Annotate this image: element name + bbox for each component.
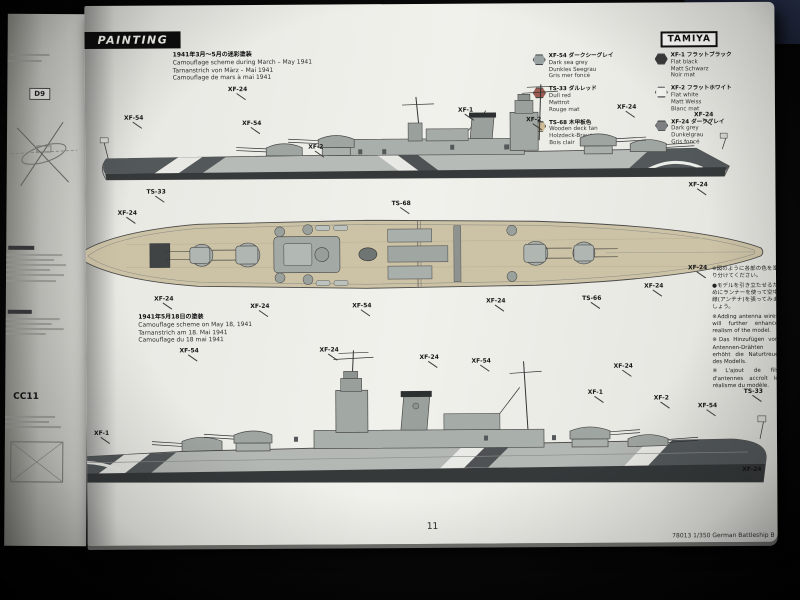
tamiya-logo: TAMIYA xyxy=(660,31,718,48)
paint-callout-label: XF-54 xyxy=(352,302,372,310)
illegible-small-print xyxy=(4,14,90,429)
illegible-text-bar xyxy=(4,425,61,429)
paint-callout-label: TS-33 xyxy=(146,188,166,196)
illegible-text-bar xyxy=(5,327,64,331)
superstructure xyxy=(313,371,545,449)
paint-callout-label: XF-24 xyxy=(742,465,762,473)
left-page-aircraft-diagram xyxy=(10,121,77,187)
paint-callout-label: XF-1 xyxy=(457,106,474,114)
illegible-text-bar xyxy=(5,322,52,326)
left-page-label-cc11: CC11 xyxy=(13,391,39,402)
paint-callout-label: XF-54 xyxy=(124,114,144,122)
paint-callout-label: XF-24 xyxy=(694,111,714,119)
paint-callout-label: XF-24 xyxy=(486,297,506,305)
illegible-text-bar xyxy=(5,317,60,321)
paint-callout-label: XF-54 xyxy=(179,347,199,355)
paint-callout-label: XF-2 xyxy=(653,394,669,402)
text-line: Camouflage du 18 mai 1941 xyxy=(138,336,224,345)
paint-callout-label: XF-2 xyxy=(308,143,324,151)
paint-callout-label: XF-2 xyxy=(526,116,542,124)
painting-header-banner: PAINTING xyxy=(84,31,181,50)
paint-callout-label: XF-24 xyxy=(616,103,637,111)
paint-callout-label: XF-24 xyxy=(250,302,270,310)
illegible-text-bar xyxy=(5,420,50,424)
paint-callout-label: XF-24 xyxy=(687,264,708,272)
paint-callout-label: XF-24 xyxy=(154,295,174,303)
text-line: ●モデルを引き立たせるためにランナーを使って空中線(アンテナ)を張ってみましょう… xyxy=(712,282,778,311)
paint-callout-label: XF-24 xyxy=(117,209,138,217)
illegible-text-bar xyxy=(6,268,51,272)
previous-page-edge: D9 CC11 xyxy=(4,13,90,547)
paint-swatch-hexagon-icon xyxy=(533,54,546,65)
left-page-label-d9: D9 xyxy=(29,87,51,101)
paint-callout-label: XF-24 xyxy=(644,282,664,290)
paint-callout-label: XF-24 xyxy=(227,86,248,94)
paint-callout-label: TS-66 xyxy=(582,294,602,302)
paint-callout-label: TS-33 xyxy=(743,387,764,395)
paint-callout-label: XF-54 xyxy=(242,119,262,128)
left-page-small-diagram xyxy=(10,441,64,483)
paint-callout-label: TS-68 xyxy=(391,200,411,208)
paint-callout-label: XF-1 xyxy=(587,388,603,396)
text-line: ※図のように各部の色を塗り分けてください。 xyxy=(711,265,778,280)
illegible-text-bar xyxy=(6,258,55,262)
kit-number-footer: 78013 1/350 German Battleship B xyxy=(672,531,775,540)
ship-plan-drawing xyxy=(84,219,764,289)
paint-swatch-hexagon-icon xyxy=(655,53,668,64)
illegible-text-bar xyxy=(8,245,35,250)
illegible-text-bar xyxy=(6,263,67,267)
paint-callout-label: XF-1 xyxy=(93,429,110,437)
illegible-text-bar xyxy=(7,59,42,62)
ship-side-drawing-2 xyxy=(84,350,767,483)
illegible-text-bar xyxy=(6,273,65,277)
paint-callout-label: XF-54 xyxy=(697,402,718,410)
illegible-text-bar xyxy=(9,53,50,57)
paint-callout-label: XF-24 xyxy=(319,346,339,354)
paint-callout-label: XF-24 xyxy=(419,353,439,361)
paint-callout-label: XF-54 xyxy=(471,357,491,365)
illegible-text-bar xyxy=(5,279,56,283)
illegible-text-bar xyxy=(5,332,46,335)
illegible-text-bar xyxy=(7,309,32,314)
text-line: ※Adding antenna wires will further enhan… xyxy=(712,313,778,335)
paint-callout-label: XF-24 xyxy=(688,181,708,189)
illegible-text-bar xyxy=(5,415,56,419)
ship-side-drawing-1 xyxy=(99,84,730,181)
paint-callout-label: XF-24 xyxy=(613,362,633,370)
text-line: Camouflage scheme on May 18, 1941 xyxy=(138,320,253,329)
illegible-text-bar xyxy=(6,253,63,257)
